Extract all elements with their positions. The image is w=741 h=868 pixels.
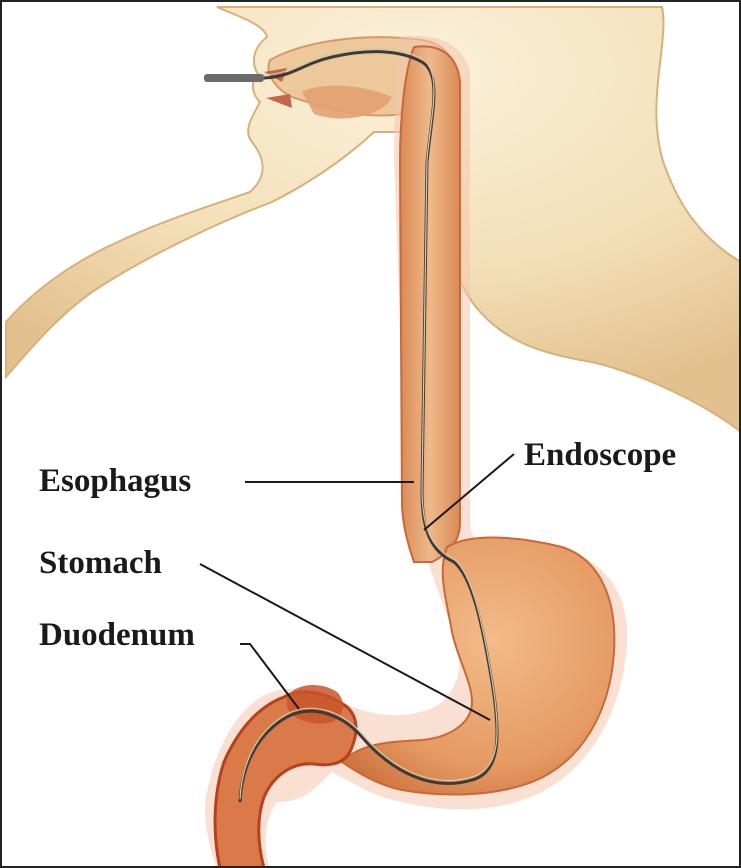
endoscope-label: Endoscope [524, 439, 676, 472]
duodenum-label: Duodenum [39, 619, 195, 652]
endoscope-handle [204, 74, 264, 82]
stomach-label: Stomach [39, 547, 162, 580]
esophagus-label: Esophagus [39, 465, 191, 498]
